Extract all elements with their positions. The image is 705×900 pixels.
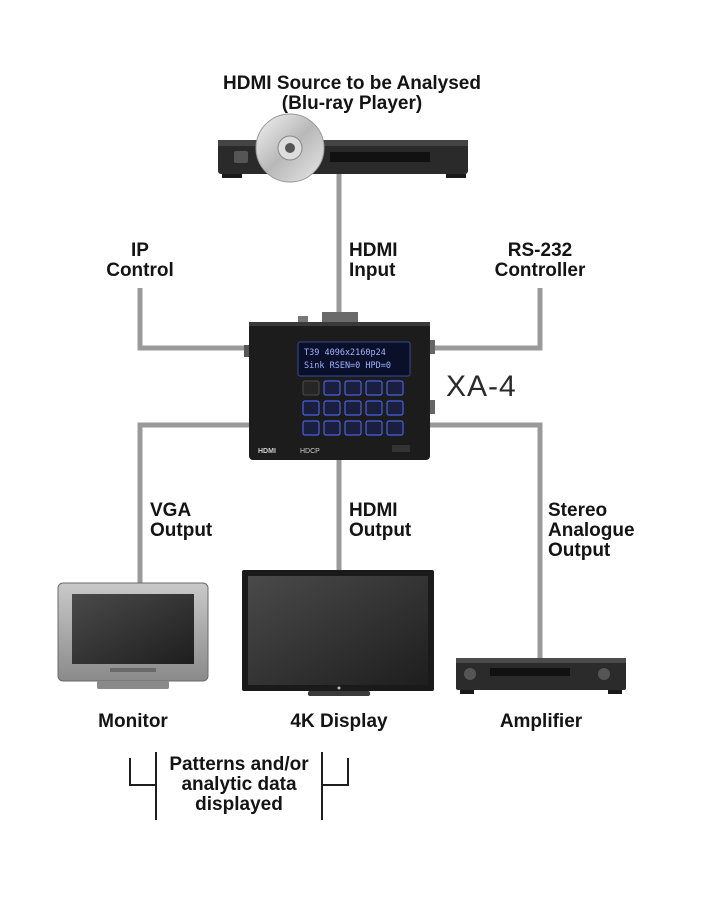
rs232-line xyxy=(428,288,543,351)
disc-icon xyxy=(255,113,325,183)
keypad-button xyxy=(365,380,383,396)
xa4-device: T39 4096x2160p24 Sink RSEN=0 HPD=0 HDMI … xyxy=(244,312,435,460)
vga-output-label-line-2: Output xyxy=(150,520,213,541)
hdmi-input-label: HDMI Input xyxy=(349,241,439,281)
keypad-button xyxy=(302,420,320,436)
stereo-output-line xyxy=(428,422,543,660)
keypad-button xyxy=(323,420,341,436)
hdcp-logo: HDCP xyxy=(300,448,320,455)
lcd-line-2: Sink RSEN=0 HPD=0 xyxy=(304,361,391,371)
rs232-label: RS-232 Controller xyxy=(480,241,600,281)
stereo-output-label-line-1: Stereo xyxy=(548,500,608,521)
keypad xyxy=(302,380,404,436)
source-title-line-2: (Blu-ray Player) xyxy=(281,93,423,114)
output-bracket xyxy=(129,752,349,820)
keypad-button xyxy=(323,400,341,416)
display-4k-label: 4K Display xyxy=(290,711,388,732)
display-4k-icon xyxy=(242,570,434,696)
keypad-button xyxy=(365,420,383,436)
vga-output-label-line-1: VGA xyxy=(150,500,192,521)
keypad-button xyxy=(344,420,362,436)
stereo-output-label-line-2: Analogue xyxy=(548,520,635,541)
ip-control-label-line-2: Control xyxy=(106,260,174,281)
amplifier-icon xyxy=(456,658,626,694)
bracket-note: Patterns and/or analytic data displayed xyxy=(159,755,319,815)
bluray-player xyxy=(218,113,468,183)
keypad-button xyxy=(344,380,362,396)
rs232-label-line-2: Controller xyxy=(494,260,586,281)
monitor-label: Monitor xyxy=(98,711,168,732)
hdmi-output-label: HDMI Output xyxy=(349,501,439,541)
hdmi-input-label-line-2: Input xyxy=(349,260,396,281)
source-title-line-1: HDMI Source to be Analysed xyxy=(223,73,481,94)
keypad-button xyxy=(365,400,383,416)
ip-control-label-line-1: IP xyxy=(131,240,149,261)
keypad-button xyxy=(323,380,341,396)
vga-output-line xyxy=(137,422,250,585)
bracket-note-line-2: analytic data xyxy=(181,774,297,795)
ip-control-line xyxy=(137,288,250,351)
keypad-button xyxy=(386,420,404,436)
lcd-line-1: T39 4096x2160p24 xyxy=(304,348,386,358)
vga-output-label: VGA Output xyxy=(150,501,240,541)
ip-control-label: IP Control xyxy=(90,241,190,281)
source-title: HDMI Source to be Analysed (Blu-ray Play… xyxy=(172,74,532,114)
stereo-output-label-line-3: Output xyxy=(548,540,611,561)
keypad-button xyxy=(386,380,404,396)
lcd-screen: T39 4096x2160p24 Sink RSEN=0 HPD=0 xyxy=(297,341,411,377)
keypad-button xyxy=(386,400,404,416)
amplifier-label: Amplifier xyxy=(499,711,583,732)
stereo-output-label: Stereo Analogue Output xyxy=(548,501,668,561)
hdmi-output-label-line-2: Output xyxy=(349,520,412,541)
connection-lines xyxy=(137,168,543,660)
keypad-button xyxy=(344,400,362,416)
bracket-note-line-3: displayed xyxy=(195,794,283,815)
keypad-button xyxy=(302,380,320,396)
monitor-icon xyxy=(57,582,209,689)
hdmi-logo: HDMI xyxy=(258,448,276,455)
keypad-button xyxy=(302,400,320,416)
hdmi-input-label-line-1: HDMI xyxy=(349,240,398,261)
device-name: XA-4 xyxy=(446,370,517,403)
bracket-note-line-1: Patterns and/or xyxy=(169,754,309,775)
hdmi-output-label-line-1: HDMI xyxy=(349,500,398,521)
rs232-label-line-1: RS-232 xyxy=(507,240,573,261)
